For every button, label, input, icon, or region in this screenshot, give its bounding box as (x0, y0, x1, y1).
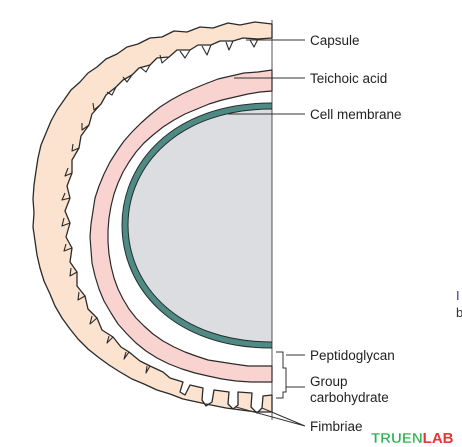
cell-membrane-outline-outer (121, 102, 273, 349)
group-carbohydrate-label-line2: carbohydrate (310, 390, 389, 405)
watermark-part2: LAB (423, 430, 454, 447)
fimbriae-leader (235, 406, 306, 427)
group-carbohydrate-label-line1: Group (310, 374, 348, 389)
cell-membrane-layer (122, 103, 273, 348)
fimbriae-label: Fimbriae (310, 419, 363, 434)
capsule-inner-spikes (61, 38, 259, 374)
cell-membrane-label: Cell membrane (310, 107, 402, 122)
peptidoglycan-group-bracket (276, 351, 287, 399)
peptidoglycan-label: Peptidoglycan (310, 348, 395, 363)
watermark-logo: TRUENLAB (371, 430, 454, 447)
capsule-label: Capsule (310, 33, 360, 48)
edge-fragment-bottom: b (456, 305, 462, 320)
teichoic-acid-label: Teichoic acid (310, 71, 387, 86)
edge-fragment-top: I (456, 288, 460, 303)
cytoplasm (125, 106, 272, 345)
capsule-layer (32, 21, 273, 414)
cell-membrane-outline-inner (127, 108, 273, 343)
watermark-part1: TRUEN (371, 430, 423, 447)
